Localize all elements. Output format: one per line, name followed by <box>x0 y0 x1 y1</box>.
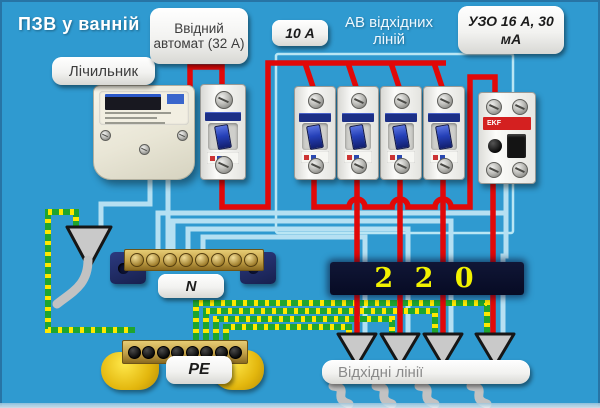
electric-meter <box>93 85 195 180</box>
wire-neutral-rcd-to-line4 <box>500 174 509 336</box>
input-breaker-label: Ввідний автомат (32 А) <box>150 8 248 64</box>
wire-pe-line1 <box>223 324 352 344</box>
rcd-lever <box>507 134 526 158</box>
line3-arrow <box>414 381 440 408</box>
rcd-device: EKF <box>478 92 536 184</box>
outgoing-breaker-2 <box>337 86 379 180</box>
page-title: ПЗВ у ванній <box>18 14 140 34</box>
voltage-bar: 2 2 0 <box>330 262 524 295</box>
cable-triangles <box>65 225 516 368</box>
supply-cable-triangle <box>65 225 113 270</box>
pe-bus-label: PE <box>166 356 232 384</box>
wire-phase-bus-tap4 <box>431 62 446 91</box>
outgoing-lines-label: Відхідні лінії <box>322 360 530 384</box>
wire-phase-breaker1-to-rcd <box>311 74 498 210</box>
nbus-bar <box>124 249 264 271</box>
wire-neutral-meter-to-supply-triangle <box>98 172 153 232</box>
line1-cable-triangle <box>336 332 378 368</box>
input-breaker <box>200 84 246 180</box>
line2-arrow <box>371 381 397 408</box>
outgoing-breaker-3 <box>380 86 422 180</box>
rcd-test-button <box>488 139 502 153</box>
meter-sticker <box>167 94 184 104</box>
wire-neutral-rcd-to-nbus <box>155 210 506 252</box>
rcd-brand-band: EKF <box>483 117 531 130</box>
breaker-lever <box>214 123 232 150</box>
wire-phase-meter-to-input-breaker <box>187 64 225 96</box>
wire-phase-bus-tap2 <box>345 62 360 91</box>
meter-display <box>105 94 161 110</box>
phase-wires <box>187 60 498 336</box>
breaker-terminal-screw <box>215 156 233 174</box>
line1-arrow <box>328 381 354 408</box>
cable-arrows <box>52 255 492 408</box>
outgoing-breakers-label: АВ відхідних ліній <box>345 14 433 49</box>
outgoing-breaker-4 <box>423 86 465 180</box>
line4-cable-triangle <box>474 332 516 368</box>
rcd-brand: EKF <box>487 120 501 127</box>
meter-label: Лічильник <box>52 57 155 85</box>
wire-pe-line2 <box>213 316 395 344</box>
outgoing-breaker-1 <box>294 86 336 180</box>
meter-screw-left <box>100 130 111 141</box>
line3-cable-triangle <box>422 332 464 368</box>
breaker-lever <box>306 123 324 150</box>
wire-pe-loop <box>45 209 135 333</box>
wire-phase-bus <box>219 60 446 210</box>
voltage-value: 2 2 0 <box>374 263 480 294</box>
pe-wires <box>45 209 490 344</box>
breaker-lever <box>349 123 367 150</box>
bottom-edge-highlight <box>0 403 600 408</box>
supply-arrow <box>52 255 93 309</box>
meter-screw-center <box>139 144 150 155</box>
neutral-bus-label: N <box>158 274 224 298</box>
branch-rating-label: 10 А <box>272 20 328 46</box>
meter-face <box>99 91 189 125</box>
wire-phase-bus-tap3 <box>388 62 403 91</box>
neutral-busbar <box>110 246 276 286</box>
wire-phase-bus-tap1 <box>302 62 317 91</box>
line4-arrow <box>466 381 492 408</box>
meter-screw-right <box>177 130 188 141</box>
breaker-lever <box>392 123 410 150</box>
rcd-label: УЗО 16 А, 30 мА <box>458 6 564 54</box>
breaker-terminal-screw <box>215 91 233 109</box>
breaker-lever <box>435 123 453 150</box>
line2-cable-triangle <box>379 332 421 368</box>
